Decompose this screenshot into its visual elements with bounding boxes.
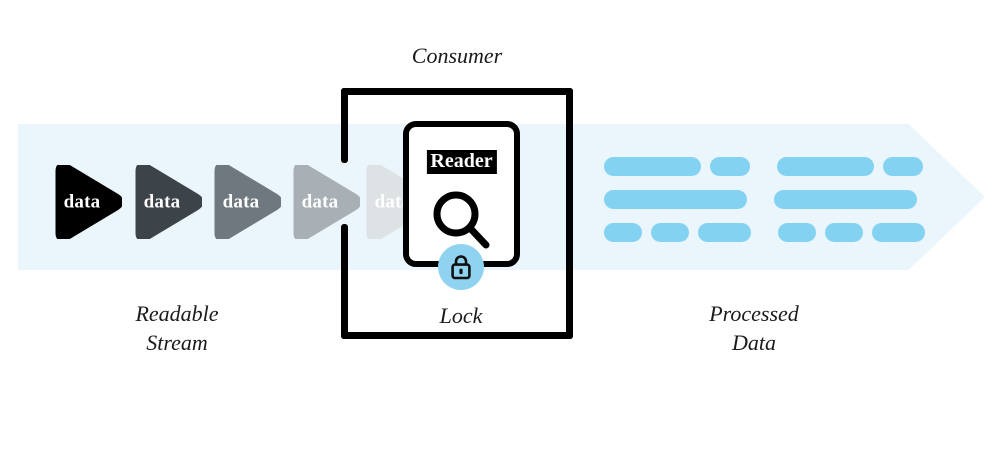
readable-stream-caption: Readable Stream [135,301,219,356]
bar [651,223,689,242]
consumer-border-right [566,88,573,339]
stream-chunk-label: data [143,191,181,213]
bar-row [604,190,917,209]
bar [604,157,701,176]
bar-gap [756,190,765,209]
processed-data-bars [604,157,925,243]
consumer-boundary [341,88,573,339]
consumer-caption: Consumer [411,43,503,68]
stream-chunk-3: data [209,165,281,239]
bar [774,190,917,209]
triangle-icon [135,165,202,239]
magnifier-icon [433,191,489,249]
bar [825,223,863,242]
bar [872,223,925,242]
triangle-icon [214,165,281,239]
bar [604,223,642,242]
triangle-icon [293,165,360,239]
lock-caption: Lock [439,303,483,328]
bar [698,223,751,242]
stream-chunk-label: data [374,191,412,213]
lock-badge [438,244,484,290]
bar [883,157,923,176]
bar-gap [759,157,768,176]
stream-chunk-label: data [63,191,101,213]
reader-tag-label: Reader [426,150,497,174]
stream-chunk-label: data [301,191,339,213]
bar [710,157,750,176]
stream-chunk-2: data [130,165,202,239]
stream-chunk-4: data [288,165,360,239]
lock-icon [451,255,471,280]
processed-data-caption: Processed Data [709,301,799,356]
consumer-border-left-lower [341,224,348,339]
bar-row [604,157,923,176]
bar [604,190,747,209]
stream-chunk-label: data [222,191,260,213]
triangle-icon [55,165,122,239]
bar-row [604,223,925,242]
bar [778,223,816,242]
consumer-border-left-upper [341,88,348,163]
bar [777,157,874,176]
consumer-border-top [341,88,573,95]
stream-chunk-1: data [50,165,122,239]
bar-gap [760,223,769,242]
consumer-border-bottom [341,332,573,339]
